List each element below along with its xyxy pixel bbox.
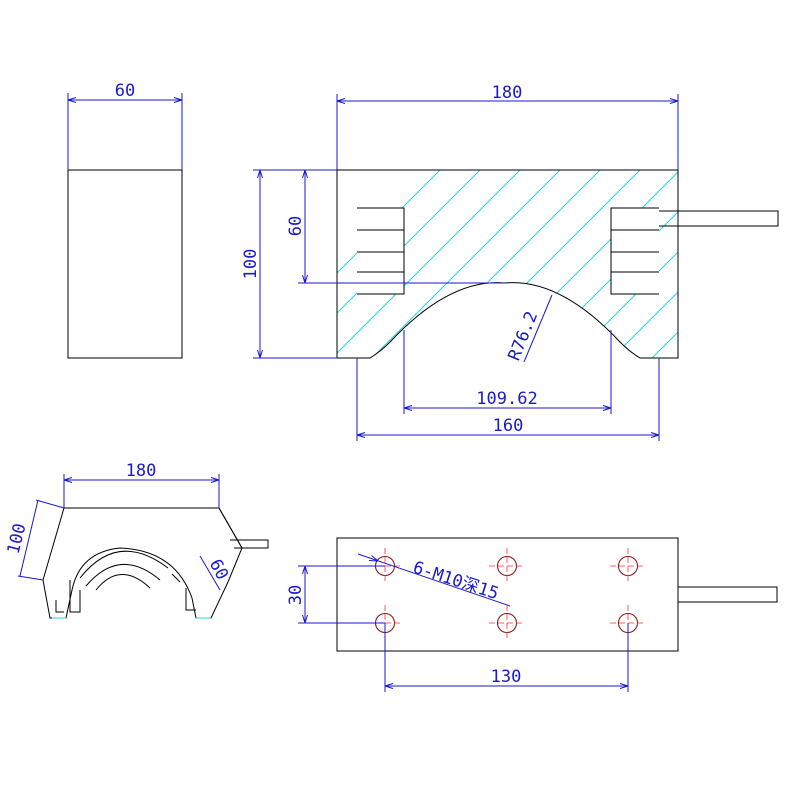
front-length-label: 180 — [492, 83, 523, 103]
radius-label: R76.2 — [505, 309, 543, 364]
hole-spacing-y-label: 30 — [286, 585, 306, 605]
iso-body-outline — [42, 507, 243, 619]
hole-spacing-x-label: 130 — [491, 667, 522, 687]
radius-leader — [523, 294, 553, 363]
tapped-holes — [367, 548, 646, 641]
front-section-outline — [336, 169, 679, 359]
front-cable — [659, 210, 779, 227]
isometric-view: 180 100 60 — [4, 461, 269, 619]
iso-cable — [230, 539, 269, 549]
holes-note-label: 6-M10深15 — [410, 558, 500, 604]
side-view: 60 — [67, 81, 183, 359]
iso-depth-dimension-line — [199, 555, 221, 591]
front-section-view: 180 100 60 R76.2 109.62 160 — [241, 83, 779, 441]
inner-width-label: 160 — [493, 416, 524, 436]
iso-depth-label: 60 — [205, 556, 232, 583]
side-view-outline — [67, 169, 183, 359]
chord-label: 109.62 — [476, 389, 537, 409]
hole-2 — [489, 548, 525, 584]
left-pocket-lines — [357, 207, 405, 295]
top-view: 6-M10深15 30 130 — [286, 537, 778, 692]
top-cable — [678, 586, 778, 603]
front-depth-label: 60 — [286, 216, 306, 236]
top-view-outline — [336, 537, 679, 652]
holes-note-leader — [357, 553, 511, 607]
iso-length-label: 180 — [126, 461, 157, 481]
front-height-label: 100 — [241, 249, 261, 280]
hole-5 — [489, 605, 525, 641]
side-width-label: 60 — [115, 81, 135, 101]
right-pocket-lines — [610, 207, 659, 295]
hole-3 — [610, 548, 646, 584]
iso-height-dimension-line — [19, 499, 39, 577]
iso-height-label: 100 — [4, 521, 31, 556]
